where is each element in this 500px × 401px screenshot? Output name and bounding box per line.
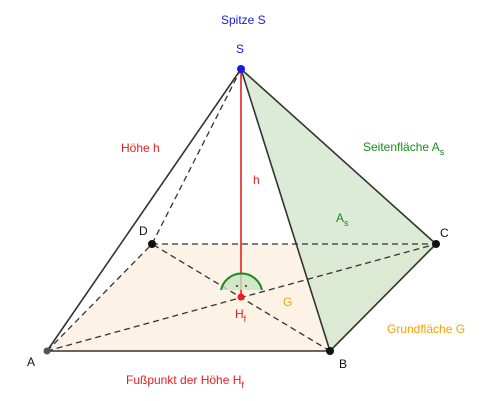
edge-sc <box>240 68 437 245</box>
right-angle-marker <box>220 272 263 291</box>
label-h: h <box>253 173 260 187</box>
edge-sa <box>46 68 242 352</box>
edge-sd-hidden <box>151 68 242 245</box>
point-c <box>432 240 440 248</box>
label-s: S <box>236 42 244 56</box>
lateral-face-sbc <box>241 69 436 351</box>
point-hf <box>237 293 245 301</box>
label-d: D <box>139 224 148 238</box>
label-as: As <box>336 211 349 228</box>
base-title: Grundfläche G <box>387 322 465 336</box>
label-b: B <box>339 357 347 371</box>
label-a: A <box>27 355 35 369</box>
height-title: Höhe h <box>121 141 160 155</box>
apex-title: Spitze S <box>221 13 266 27</box>
point-s <box>237 65 245 73</box>
edge-bc <box>329 243 437 352</box>
point-d <box>148 240 156 248</box>
point-b <box>326 347 334 355</box>
edge-ad-hidden <box>46 243 153 352</box>
foot-title: Fußpunkt der Höhe Hf <box>126 373 244 390</box>
label-g: G <box>283 295 292 309</box>
label-c: C <box>440 226 449 240</box>
point-a <box>43 347 51 355</box>
label-hf: Hf <box>235 307 247 324</box>
lateral-face-title: Seitenfläche As <box>363 140 445 157</box>
edge-sb <box>240 68 331 352</box>
